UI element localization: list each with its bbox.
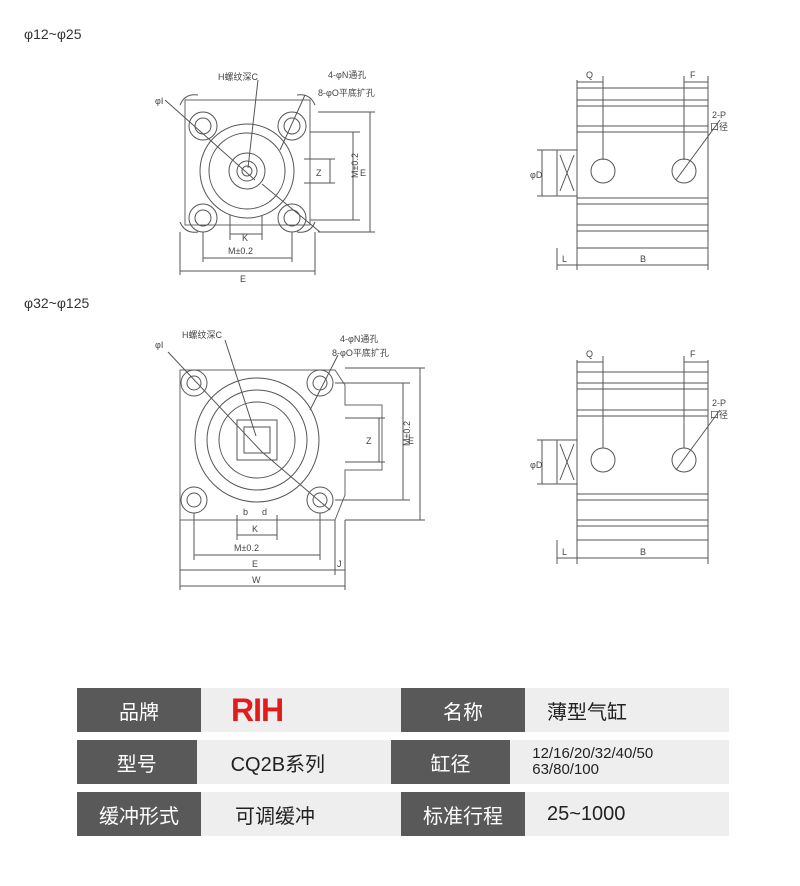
section-label-small: φ12~φ25 — [24, 26, 82, 42]
model-value: CQ2B系列 — [196, 740, 391, 784]
name-label: 名称 — [401, 688, 525, 732]
label-k-top: K — [242, 233, 248, 243]
label-d-small: d — [262, 507, 267, 517]
label-p-top: 2-P — [712, 110, 726, 120]
label-o-counterbore-top: 8-φO平底扩孔 — [318, 87, 375, 98]
label-e-vert-top: E — [360, 168, 366, 178]
label-j-bottom: J — [337, 559, 342, 569]
label-h-thread-bottom: H螺纹深C — [182, 329, 222, 340]
bore-label: 缸径 — [390, 740, 511, 784]
label-p-port-top: 口径 — [710, 121, 728, 132]
label-b-top: B — [640, 254, 646, 264]
label-k-bottom: K — [252, 524, 258, 534]
bore-line-1: 12/16/20/32/40/50 — [532, 745, 654, 762]
label-z-top: Z — [316, 168, 322, 178]
label-n-hole-top: 4-φN通孔 — [328, 70, 366, 80]
label-f-top: F — [690, 70, 696, 80]
label-w-bottom: W — [252, 575, 261, 585]
label-m-horiz-bottom: M±0.2 — [234, 543, 259, 553]
label-q-top: Q — [586, 70, 593, 80]
label-i-bottom: φI — [155, 340, 163, 350]
section-label-large: φ32~φ125 — [24, 295, 90, 311]
label-d-top: φD — [530, 170, 543, 180]
front-view-small — [164, 79, 375, 275]
label-m-vert-top: M±0.2 — [350, 153, 360, 178]
label-q-bottom: Q — [586, 349, 593, 359]
label-h-thread-top: H螺纹深C — [218, 71, 258, 82]
brand-label: 品牌 — [77, 688, 201, 732]
side-view-small — [537, 76, 721, 270]
spec-row-cushion: 缓冲形式 可调缓冲 标准行程 25~1000 — [77, 792, 729, 836]
stroke-label: 标准行程 — [401, 792, 525, 836]
label-e-horiz-bottom: E — [252, 559, 258, 569]
label-e-vert-bottom: E — [408, 436, 414, 446]
label-i-top: φI — [155, 96, 163, 106]
spec-row-model: 型号 CQ2B系列 缸径 12/16/20/32/40/50 63/80/100 — [77, 740, 729, 784]
label-z-bottom: Z — [366, 436, 372, 446]
label-m-vert-bottom: M±0.2 — [402, 421, 412, 446]
cushion-label: 缓冲形式 — [77, 792, 201, 836]
spec-table: 品牌 RIH 名称 薄型气缸 型号 CQ2B系列 缸径 12/16/20/32/… — [77, 688, 729, 844]
technical-drawings: H螺纹深C 4-φN通孔 8-φO平底扩孔 φI Z M±0.2 E K M±0… — [155, 70, 728, 590]
stroke-value: 25~1000 — [525, 792, 729, 836]
front-view-large — [167, 339, 425, 590]
label-b-small: b — [243, 507, 248, 517]
cushion-value: 可调缓冲 — [201, 792, 401, 836]
brand-logo: RIH — [201, 688, 401, 732]
spec-row-brand: 品牌 RIH 名称 薄型气缸 — [77, 688, 729, 732]
label-o-counterbore-bottom: 8-φO平底扩孔 — [332, 347, 389, 358]
label-e-horiz-top: E — [240, 274, 246, 284]
label-m-horiz-top: M±0.2 — [228, 246, 253, 256]
label-d-bottom: φD — [530, 460, 543, 470]
label-p-port-bottom: 口径 — [710, 409, 728, 420]
bore-line-2: 63/80/100 — [532, 761, 599, 778]
bore-value: 12/16/20/32/40/50 63/80/100 — [510, 740, 729, 784]
label-l-bottom: L — [562, 547, 567, 557]
name-value: 薄型气缸 — [525, 688, 729, 732]
side-view-large — [537, 356, 721, 564]
label-l-top: L — [562, 254, 567, 264]
model-label: 型号 — [77, 740, 197, 784]
label-n-hole-bottom: 4-φN通孔 — [340, 334, 378, 344]
label-p-bottom: 2-P — [712, 398, 726, 408]
label-b-bottom: B — [640, 547, 646, 557]
label-f-bottom: F — [690, 349, 696, 359]
